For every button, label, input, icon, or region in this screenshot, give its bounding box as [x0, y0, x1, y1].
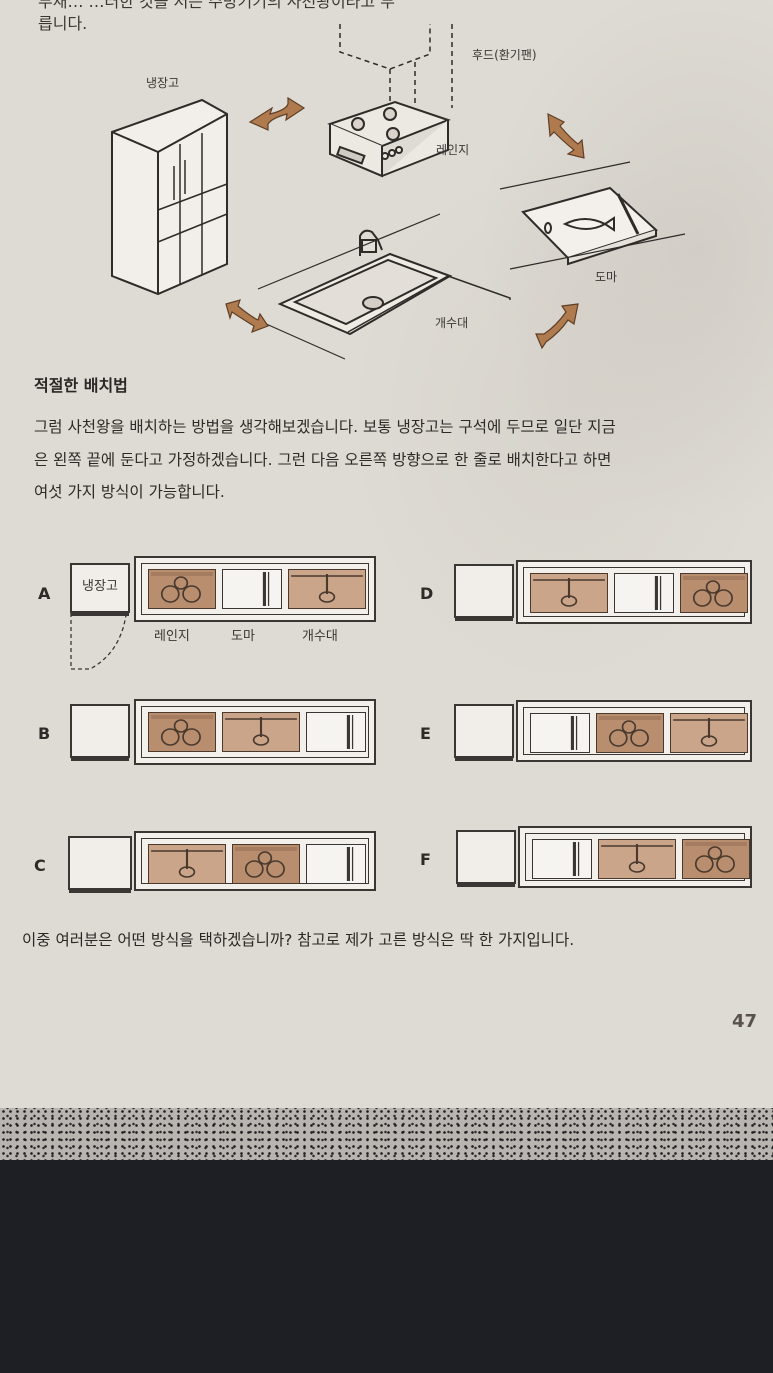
- range-sublabel: 레인지: [154, 629, 190, 644]
- range-unit: [682, 839, 750, 879]
- closing-question: 이중 여러분은 어떤 방식을 택하겠습니까? 참고로 제가 고른 방식은 딱 한…: [22, 931, 575, 949]
- counter: [518, 826, 752, 888]
- counter: [516, 560, 752, 624]
- range-unit: [680, 573, 748, 613]
- sink-label: 개수대: [435, 316, 469, 330]
- cutting-board-unit: [614, 573, 674, 613]
- sink-unit: [530, 573, 608, 613]
- hood-label: 후드(환기팬): [472, 48, 537, 62]
- fridge-box: [456, 830, 516, 884]
- counter: [134, 831, 376, 891]
- range-label: 레인지: [436, 143, 470, 157]
- sink-sublabel: 개수대: [302, 629, 338, 644]
- paragraph-line-2: 은 왼쪽 끝에 둔다고 가정하겠습니다. 그런 다음 오른쪽 방향으로 한 줄로…: [34, 451, 612, 469]
- sink-unit: [288, 569, 366, 609]
- sink-unit: [148, 844, 226, 884]
- board-sublabel: 도마: [231, 629, 255, 644]
- cutting-board-unit: [222, 569, 282, 609]
- range-unit: [232, 844, 300, 884]
- counter: [134, 556, 376, 622]
- board-label: 도마: [595, 270, 618, 284]
- fridge-box: [68, 836, 132, 890]
- fridge-door-swing: [70, 613, 127, 670]
- layout-letter: F: [420, 850, 431, 869]
- top-text-line-2: 릅니다.: [38, 14, 88, 33]
- counter: [134, 699, 376, 765]
- paragraph-line-1: 그럼 사천왕을 배치하는 방법을 생각해보겠습니다. 보통 냉장고는 구석에 두…: [34, 418, 616, 436]
- layout-diagram-b: B: [34, 698, 384, 768]
- layout-diagram-d: D: [418, 560, 758, 630]
- fridge-box: [454, 564, 514, 618]
- range-unit: [148, 569, 216, 609]
- layout-letter: A: [38, 584, 51, 603]
- layout-letter: C: [34, 856, 46, 875]
- fridge-box: [70, 704, 130, 758]
- top-partial-text: 부재… …러한 것을 저는 주방기기의 사천왕이라고 부 릅니다.: [38, 0, 758, 34]
- range-unit: [596, 713, 664, 753]
- cutting-board-unit: [306, 712, 366, 752]
- counter: [516, 700, 752, 762]
- layout-diagram-c: C: [34, 830, 384, 900]
- workflow-arrows: [225, 96, 585, 350]
- hood-drawing: [339, 24, 453, 114]
- range-unit: [148, 712, 216, 752]
- layout-diagram-f: F: [418, 826, 758, 896]
- top-text-line-1: 부재… …러한 것을 저는 주방기기의 사천왕이라고 부: [38, 0, 395, 11]
- kitchen-illustration-drawing: [111, 24, 686, 360]
- paragraph-line-3: 여섯 가지 방식이 가능합니다.: [34, 483, 225, 501]
- page-number: 47: [731, 1011, 757, 1032]
- cutting-board-unit: [530, 713, 590, 753]
- layout-letter: B: [38, 724, 51, 743]
- fridge-drawing: [111, 98, 228, 296]
- cutting-board-drawing: [499, 161, 686, 270]
- kitchen-illustration: 냉장고 후드(환기팬) 레인지 도마 개수대: [90, 14, 690, 364]
- fridge-box: 냉장고: [70, 563, 130, 613]
- dark-background: [0, 1160, 773, 1373]
- fridge-box: [454, 704, 514, 758]
- sink-unit: [670, 713, 748, 753]
- sink-unit: [598, 839, 676, 879]
- range-drawing: [327, 100, 451, 178]
- layout-letter: D: [420, 584, 434, 603]
- fridge-box-label: 냉장고: [82, 579, 118, 594]
- cutting-board-unit: [532, 839, 592, 879]
- layout-letter: E: [420, 724, 431, 743]
- section-heading: 적절한 배치법: [34, 376, 128, 395]
- sink-unit: [222, 712, 300, 752]
- cutting-board-unit: [306, 844, 366, 884]
- sink-drawing: [254, 213, 511, 360]
- layout-diagram-e: E: [418, 700, 758, 770]
- layout-diagram-a: A 냉장고 레인지 도마 개수대: [34, 555, 384, 675]
- fridge-label: 냉장고: [146, 76, 180, 90]
- book-page: 부재… …러한 것을 저는 주방기기의 사천왕이라고 부 릅니다.: [0, 0, 773, 1122]
